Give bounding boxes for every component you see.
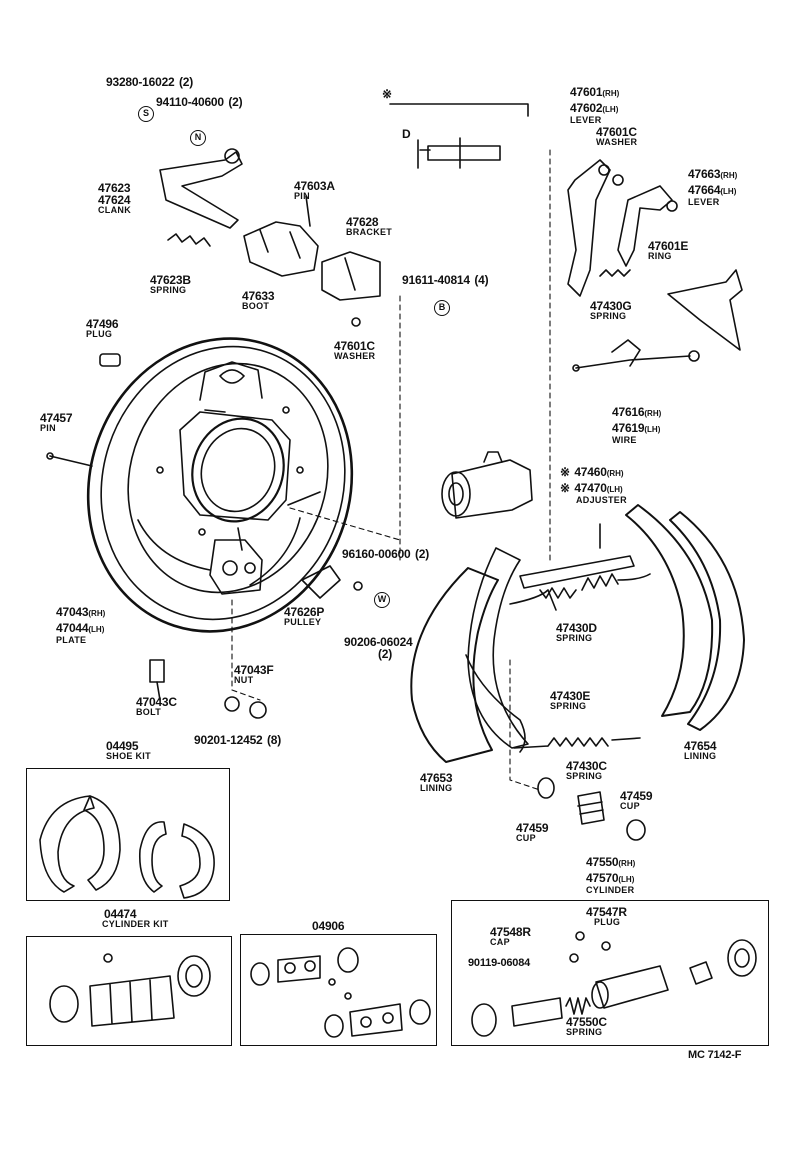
- marker-s: S: [138, 106, 154, 122]
- adjuster-springs-drawing: [465, 523, 651, 753]
- cylinder-kit-box: [26, 936, 232, 1046]
- cylinder-exploded-drawing: [471, 931, 757, 1037]
- repair-kit-drawing: [250, 947, 431, 1038]
- marker-w: W: [374, 592, 390, 608]
- label-plate: 47043(RH) 47044(LH) PLATE: [56, 605, 106, 645]
- marker-b: B: [434, 300, 450, 316]
- small-parts-drawing: [537, 777, 646, 841]
- cylinder-kit-drawing: [49, 953, 211, 1027]
- brake-shoes-drawing: [410, 504, 745, 763]
- wheel-cylinder-drawing: [441, 451, 533, 519]
- label-90119: 90119-06084: [468, 957, 531, 969]
- dashed-leader-lines: [231, 149, 551, 791]
- label-lever-47601: 47601(RH) 47602(LH) LEVER: [570, 85, 620, 125]
- label-94110: 94110-40600 (2): [156, 95, 243, 109]
- upper-parts-drawing: [46, 103, 529, 467]
- label-lever-47663: 47663(RH) 47664(LH) LEVER: [688, 167, 738, 207]
- label-96160: 96160-00600 (2): [342, 547, 430, 561]
- label-cylinder: 47550(RH) 47570(LH) CYLINDER: [586, 855, 636, 895]
- label-91611: 91611-40814 (4): [402, 273, 489, 287]
- levers-drawing: [567, 159, 743, 372]
- label-wire: 47616(RH) 47619(LH) WIRE: [612, 405, 662, 445]
- star-mark: ※: [382, 87, 392, 101]
- wheel-cylinder-box: [451, 900, 769, 1046]
- footer-code: MC 7142-F: [688, 1049, 742, 1061]
- label-adjuster: ※ 47460(RH) ※ 47470(LH) ADJUSTER: [560, 465, 627, 505]
- label-04906: 04906: [312, 919, 345, 933]
- label-93280: 93280-16022 (2): [106, 75, 194, 89]
- label-90201: 90201-12452 (8): [194, 733, 282, 747]
- marker-n: N: [190, 130, 206, 146]
- d-mark: D: [402, 127, 411, 141]
- backing-plate-drawing: [86, 337, 354, 633]
- shoe-kit-box: [26, 768, 230, 901]
- shoe-kit-drawing: [39, 795, 215, 899]
- hardware-drawing: [149, 317, 363, 719]
- label-90206: 90206-06024(2): [344, 635, 413, 661]
- repair-kit-box: [240, 934, 437, 1046]
